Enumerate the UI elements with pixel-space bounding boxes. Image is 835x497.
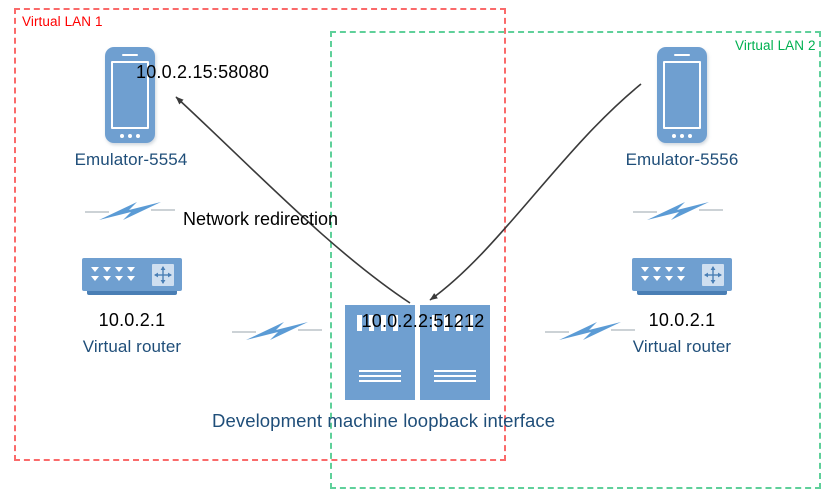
smartphone-icon [657,47,707,143]
lightning-bolt-icon [85,196,175,226]
server-tower-left [345,305,415,400]
network-redirection-label: Network redirection [183,209,339,229]
emulator-left-ip: 10.0.2.15:58080 [136,62,270,82]
loopback-caption: Development machine loopback interface [212,410,556,431]
server-vents [434,370,476,386]
phone-home-dots [105,134,155,138]
router-icon [82,258,182,298]
smartphone-icon [105,47,155,143]
lightning-bolt-icon [232,316,322,346]
phone-screen [111,61,149,129]
router-body [632,258,732,291]
emulator-left-caption: Emulator-5554 [74,150,188,169]
phone-speaker [122,54,138,56]
router-base [87,291,177,295]
lan1-label: Virtual LAN 1 [22,14,103,29]
server-icon [345,305,490,400]
lightning-bolt-icon [633,196,723,226]
router-ports [91,267,143,283]
router-icon [632,258,732,298]
router-left-ip: 10.0.2.1 [98,310,166,330]
server-vents [359,370,401,386]
router-right-caption: Virtual router [632,337,732,356]
lan2-label: Virtual LAN 2 [735,38,816,53]
lightning-bolt-icon [545,316,635,346]
router-body [82,258,182,291]
phone-home-dots [657,134,707,138]
router-right-ip: 10.0.2.1 [648,310,716,330]
router-base [637,291,727,295]
router-direction-icon [702,264,724,286]
loopback-ip: 10.0.2.2:51212 [361,311,485,331]
server-tower-right [420,305,490,400]
router-left-caption: Virtual router [82,337,182,356]
router-direction-icon [152,264,174,286]
emulator-right-caption: Emulator-5556 [625,150,739,169]
phone-screen [663,61,701,129]
router-ports [641,267,693,283]
phone-speaker [674,54,690,56]
